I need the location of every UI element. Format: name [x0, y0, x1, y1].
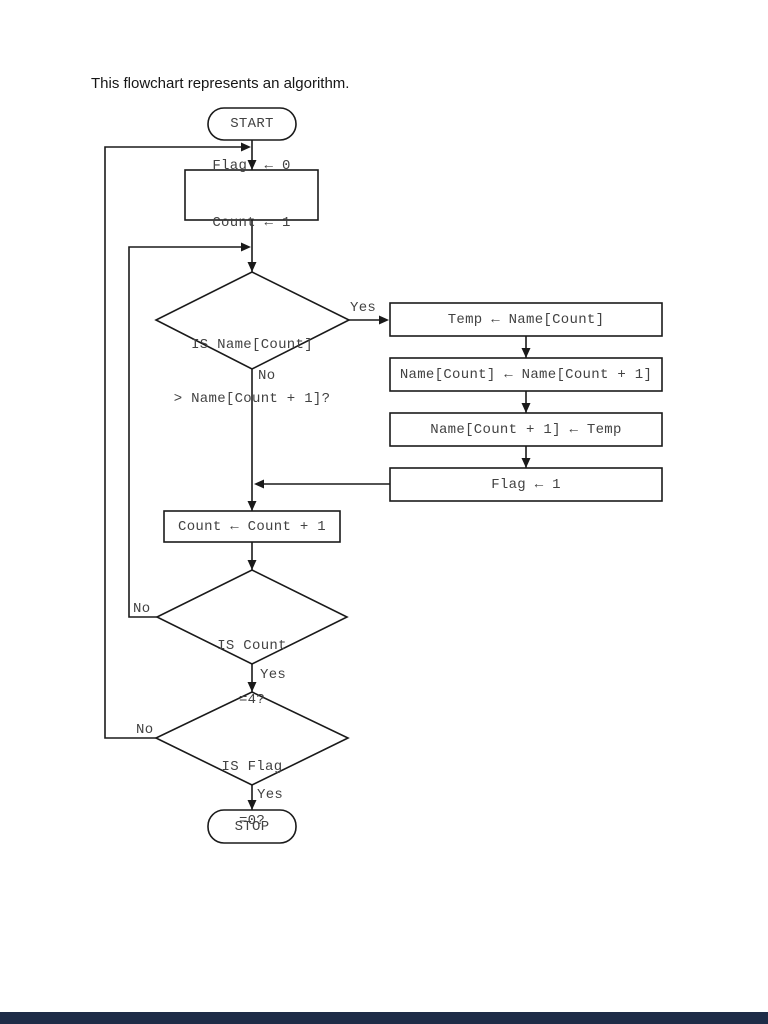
arrowhead-into-temp: [379, 315, 389, 325]
arrowhead-into-swap2: [521, 403, 531, 413]
arrowhead-into-compare: [247, 262, 257, 272]
flag-check-line2: =0?: [238, 813, 266, 829]
compare-diamond: [154, 271, 351, 370]
count-check-line2: =4?: [238, 692, 266, 708]
stop-terminator: [207, 809, 297, 844]
arrowhead-into-stop: [247, 800, 257, 810]
assign-name-count-label: Name[Count] ← Name[Count + 1]: [399, 366, 653, 383]
compare-label: IS Name[Count] > Name[Count + 1]?: [146, 300, 358, 444]
stop-label: STOP: [234, 818, 270, 835]
count-no-label: No: [133, 601, 151, 617]
arrowhead-into-increment: [247, 501, 257, 511]
flag-yes-label: Yes: [257, 787, 284, 803]
compare-yes-label: Yes: [350, 300, 377, 316]
edge-count-no-loop: [128, 246, 247, 618]
assign-flag-label: Flag ← 1: [491, 476, 561, 493]
arrowhead-into-swap: [521, 348, 531, 358]
arrowhead-flag-loop-join: [241, 142, 251, 152]
arrowhead-flag-to-main: [254, 479, 264, 489]
compare-no-label: No: [258, 368, 276, 384]
start-terminator: [207, 107, 297, 141]
assign-name-count1-label: Name[Count + 1] ← Temp: [430, 421, 622, 438]
flag-check-line1: IS Flag: [221, 759, 283, 775]
flag-check-label: IS Flag =0?: [157, 722, 347, 866]
increment-label: Count ← Count + 1: [178, 518, 326, 535]
edge-flag-no-loop: [104, 146, 247, 739]
increment-box: [163, 510, 341, 543]
assign-name-count-box: [389, 357, 663, 392]
arrowhead-into-flag: [521, 458, 531, 468]
init-label: Flag ← 0 Count ← 1: [185, 158, 318, 231]
assign-name-count1-box: [389, 412, 663, 447]
init-line2: Count ← 1: [212, 215, 291, 231]
assign-temp-label: Temp ← Name[Count]: [447, 311, 605, 328]
arrowhead-into-flagcheck: [247, 682, 257, 692]
page-title: This flowchart represents an algorithm.: [91, 75, 350, 92]
count-yes-label: Yes: [260, 667, 287, 683]
init-line1: Flag ← 0: [212, 158, 291, 174]
page-bottom-bar: [0, 1012, 768, 1024]
count-check-line1: IS Count: [217, 638, 287, 654]
count-check-diamond: [155, 569, 349, 665]
count-check-label: IS Count =4?: [157, 601, 347, 745]
init-box: [184, 169, 319, 221]
arrowhead-into-init: [247, 160, 257, 170]
start-label: START: [230, 116, 274, 132]
assign-flag-box: [389, 467, 663, 502]
flag-check-diamond: [154, 691, 350, 786]
arrowhead-count-loop-join: [241, 242, 251, 252]
compare-line2: > Name[Count + 1]?: [173, 391, 331, 407]
arrowhead-into-countcheck: [247, 560, 257, 570]
compare-line1: IS Name[Count]: [191, 337, 313, 353]
assign-temp-box: [389, 302, 663, 337]
flag-no-label: No: [136, 722, 154, 738]
